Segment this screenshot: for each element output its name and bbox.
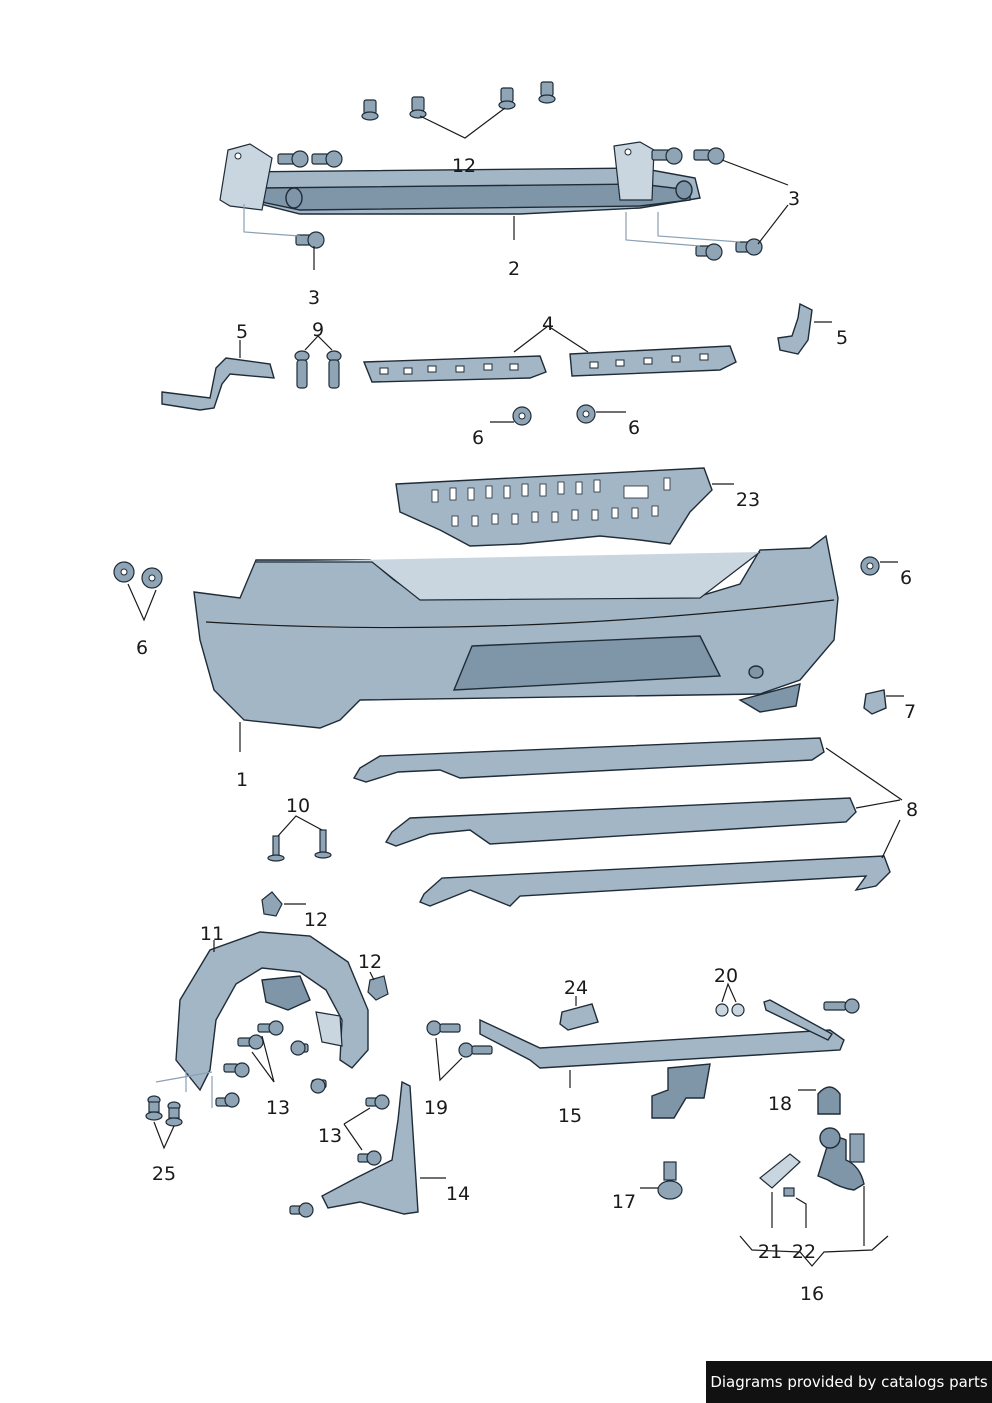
callout-13-liner: 13 [266, 1097, 290, 1119]
mud-flap [321, 1080, 419, 1215]
callout-25: 25 [152, 1163, 176, 1185]
nuts-mid [512, 404, 596, 426]
callout-9: 9 [312, 319, 324, 341]
side-bracket-left [161, 357, 275, 411]
nut-right [860, 556, 880, 576]
callout-8: 8 [906, 799, 918, 821]
caps-20 [715, 1003, 745, 1017]
bumper-cover [193, 534, 839, 729]
diffuser-trim-1 [352, 737, 825, 783]
detachable-tow-ball [817, 1127, 865, 1191]
crossmember-bolt [823, 998, 860, 1014]
diffuser-trim-3 [419, 855, 891, 907]
callout-6-mid-right: 6 [628, 417, 640, 439]
callout-4: 4 [542, 313, 554, 335]
tow-eye-cap [863, 689, 887, 715]
callout-16: 16 [800, 1283, 824, 1305]
key-21 [759, 1153, 801, 1189]
callout-1: 1 [236, 769, 248, 791]
liner-screws [215, 1020, 327, 1108]
clip-12-liner [367, 975, 389, 1001]
callout-14: 14 [446, 1183, 470, 1205]
mounting-plate [395, 467, 713, 547]
callout-3-left: 3 [308, 287, 320, 309]
fasteners-25 [145, 1095, 183, 1127]
callout-20: 20 [714, 965, 738, 987]
bracket-24 [559, 1003, 599, 1031]
callout-7: 7 [904, 701, 916, 723]
lock-22 [783, 1187, 795, 1197]
bolts-19 [426, 1020, 493, 1058]
callout-12-liner: 12 [358, 951, 382, 973]
callout-15: 15 [558, 1105, 582, 1127]
callout-12-mid: 12 [304, 909, 328, 931]
guide-profile-left [362, 355, 547, 383]
diffuser-trim-2 [384, 797, 857, 847]
callout-22: 22 [792, 1241, 816, 1263]
callout-6-mid-left: 6 [472, 427, 484, 449]
carrier-bolts [277, 147, 763, 261]
bumper-carrier [219, 141, 701, 215]
socket-17 [657, 1161, 683, 1200]
callout-21: 21 [758, 1241, 782, 1263]
callout-12-top: 12 [452, 155, 476, 177]
callout-10: 10 [286, 795, 310, 817]
callout-24: 24 [564, 977, 588, 999]
nuts-left [113, 561, 163, 589]
side-bracket-right [777, 302, 813, 355]
clip-nuts-top [361, 81, 556, 121]
wheel-housing-liner [175, 931, 369, 1092]
hitch-crossmember [479, 999, 845, 1119]
clip-12-lower [261, 891, 283, 917]
callout-5-right: 5 [836, 327, 848, 349]
ball-cap-18 [817, 1086, 841, 1115]
callout-5-left: 5 [236, 321, 248, 343]
callout-17: 17 [612, 1191, 636, 1213]
callout-6-right: 6 [900, 567, 912, 589]
callout-13-flap: 13 [318, 1125, 342, 1147]
callout-6-left: 6 [136, 637, 148, 659]
callout-23: 23 [736, 489, 760, 511]
attribution-banner: Diagrams provided by catalogs parts [706, 1361, 992, 1403]
callout-2: 2 [508, 258, 520, 280]
callout-3-right: 3 [788, 188, 800, 210]
rivets-10 [267, 829, 332, 862]
flap-screws [289, 1094, 390, 1218]
callout-18: 18 [768, 1093, 792, 1115]
guide-profile-right [569, 345, 737, 377]
callout-19: 19 [424, 1097, 448, 1119]
callout-11: 11 [200, 923, 224, 945]
expansion-rivets [294, 350, 342, 389]
